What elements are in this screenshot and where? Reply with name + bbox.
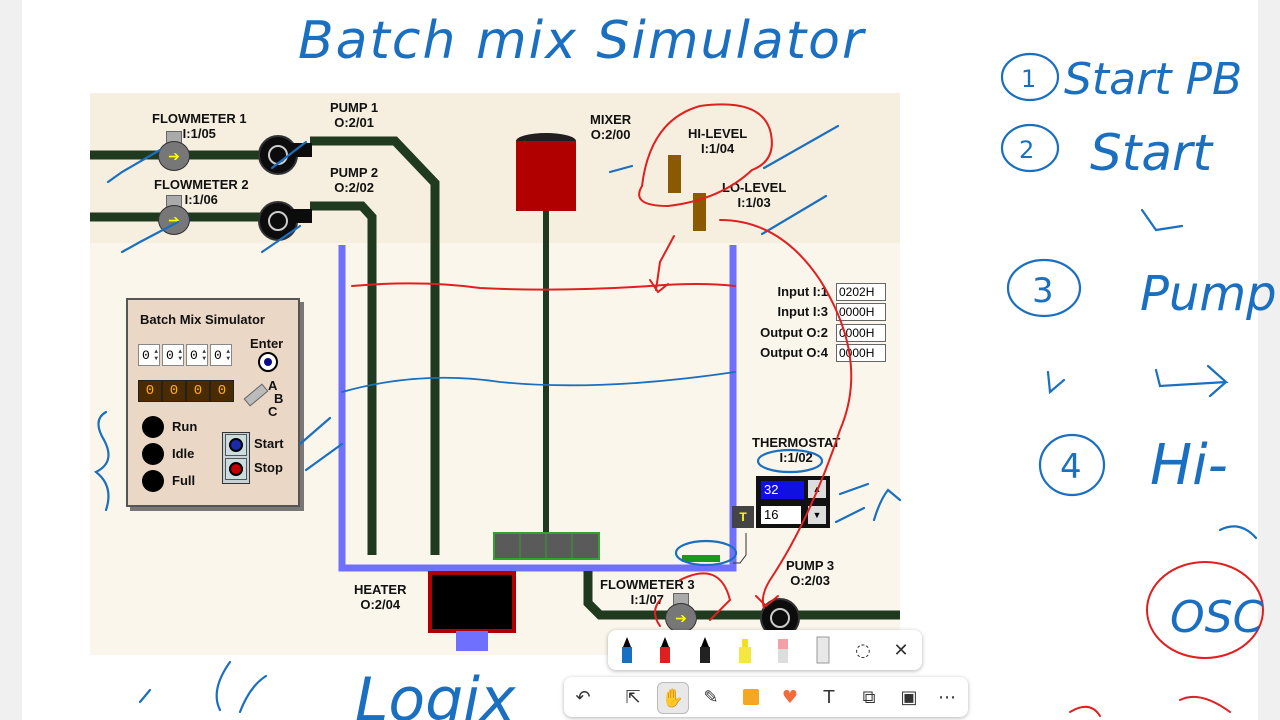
ink-toolbar: ↶ ⇱ ✋ ✎ ♥ T ⧉ ▣ ⋯: [564, 677, 968, 717]
thumbwheel-2[interactable]: 0▲▼: [186, 344, 208, 366]
pump-1-icon: [258, 135, 312, 175]
io-label-0: Input I:1: [777, 284, 828, 299]
full-lamp: [142, 470, 164, 492]
selector-c: C: [268, 404, 278, 419]
right-margin: [1258, 0, 1280, 720]
thermostat-actual[interactable]: 16: [761, 506, 801, 524]
display-digit-0: 0: [138, 380, 162, 402]
ruler-icon[interactable]: [808, 635, 838, 665]
stop-label: Stop: [254, 460, 283, 475]
batch-mix-control-panel: Batch Mix Simulator 0▲▼ 0▲▼ 0▲▼ 0▲▼ Ente…: [126, 298, 300, 507]
display-digit-1: 0: [162, 380, 186, 402]
flowmeter-1-icon: ➔: [158, 131, 190, 171]
enter-label: Enter: [250, 336, 284, 351]
pipe-outlet: [583, 571, 900, 620]
display-digit-3: 0: [210, 380, 234, 402]
mixer-motor: [516, 141, 576, 211]
enter-button[interactable]: [258, 352, 278, 372]
idle-lamp: [142, 443, 164, 465]
shapes-icon[interactable]: ⧉: [862, 686, 876, 708]
heater: [428, 571, 516, 633]
run-label: Run: [172, 419, 198, 434]
io-value-1: 0000H: [836, 303, 886, 321]
start-label: Start: [254, 436, 284, 451]
idle-label: Idle: [172, 446, 195, 461]
tank: [338, 245, 737, 572]
panel-title: Batch Mix Simulator: [140, 312, 265, 327]
thumbwheel-0[interactable]: 0▲▼: [138, 344, 160, 366]
left-margin: [0, 0, 22, 720]
undo-icon[interactable]: ↶: [575, 686, 591, 708]
start-button[interactable]: [225, 434, 247, 456]
lo-level-probe: [693, 193, 706, 231]
thumbwheel-3[interactable]: 0▲▼: [210, 344, 232, 366]
black-pen-icon[interactable]: [690, 635, 720, 665]
io-value-2: 0000H: [836, 324, 886, 342]
ink-step-3-num: 3: [1032, 271, 1054, 311]
ink-step-1-num: 1: [1021, 65, 1036, 93]
lasso-icon[interactable]: ◌: [855, 639, 871, 661]
heater-base: [456, 631, 488, 651]
eraser-icon[interactable]: [768, 635, 798, 665]
thermostat-down-button[interactable]: ▼: [808, 506, 826, 524]
hand-icon[interactable]: ✋: [657, 682, 689, 714]
highlighter-icon[interactable]: [730, 635, 760, 665]
layout-icon[interactable]: ▣: [900, 686, 918, 708]
io-label-1: Input I:3: [777, 304, 828, 319]
ink-step-4: Hi-: [1150, 433, 1228, 498]
more-options-icon[interactable]: ⋯: [938, 686, 956, 708]
pen-toolbar: ◌ ✕: [608, 630, 922, 670]
reaction-heart-icon[interactable]: ♥: [781, 686, 799, 708]
ink-step-1: Start PB: [1064, 54, 1242, 105]
thermostat-setpoint[interactable]: 32: [761, 481, 804, 499]
close-icon[interactable]: ✕: [893, 639, 909, 661]
process-drawing: [90, 133, 900, 651]
thumbwheel-1[interactable]: 0▲▼: [162, 344, 184, 366]
blue-pen-icon[interactable]: [612, 635, 642, 665]
select-pointer-icon[interactable]: ⇱: [625, 686, 641, 708]
selector-b: B: [274, 391, 284, 406]
sticky-note-icon[interactable]: [736, 682, 766, 712]
stop-button[interactable]: [225, 458, 247, 480]
io-value-0: 0202H: [836, 283, 886, 301]
temp-sensor: [682, 555, 720, 562]
io-label-3: Output O:4: [760, 345, 828, 360]
hi-level-probe: [668, 155, 681, 193]
run-lamp: [142, 416, 164, 438]
ink-step-2-num: 2: [1019, 136, 1034, 164]
io-label-2: Output O:2: [760, 325, 828, 340]
ink-logix: Logix: [355, 665, 516, 720]
display-digit-2: 0: [186, 380, 210, 402]
thermostat-control: 32 ▲ 16 ▼: [756, 476, 830, 528]
full-label: Full: [172, 473, 196, 488]
red-pen-icon[interactable]: [650, 635, 680, 665]
pipe-pump2-tank: [310, 201, 377, 555]
pen-icon[interactable]: ✎: [703, 686, 719, 708]
selector-a: A: [268, 378, 278, 393]
ink-osc: OSC: [1170, 592, 1264, 643]
ink-title: Batch mix Simulator: [298, 11, 867, 71]
ink-step-4-num: 4: [1060, 447, 1082, 487]
ink-step-2: Start: [1090, 124, 1215, 182]
ink-step-3: Pump: [1140, 266, 1277, 322]
thermostat-tag: T: [732, 506, 754, 528]
pipe-pump1-tank: [310, 136, 440, 555]
text-tool-icon[interactable]: T: [823, 686, 835, 708]
